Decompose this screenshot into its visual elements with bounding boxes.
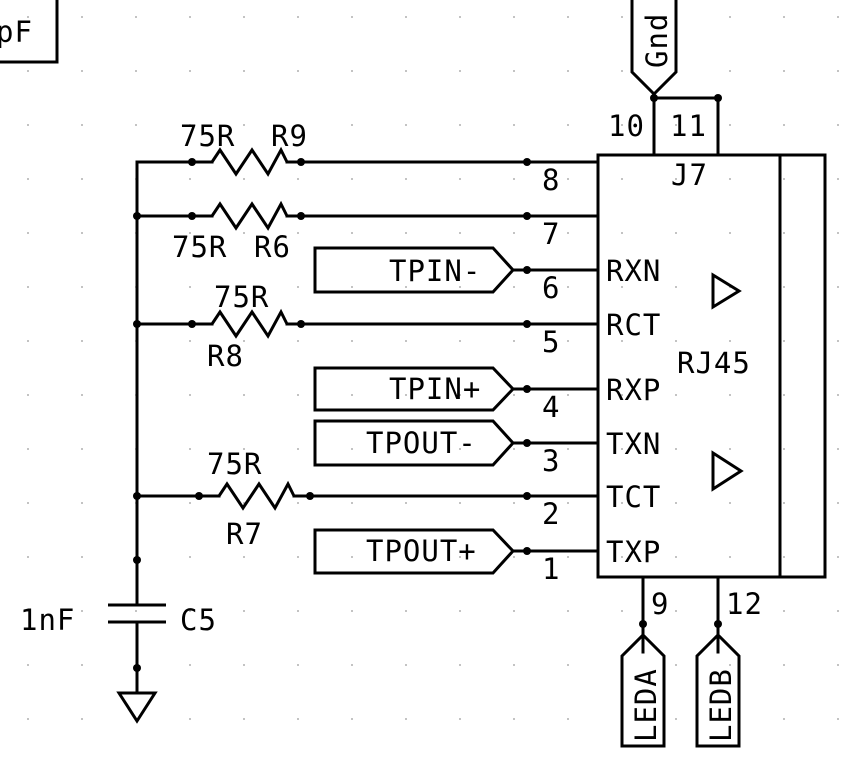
capacitor-c5-value: 1nF (20, 603, 75, 637)
net-label-tpout-plus[interactable]: TPOUT+ (313, 528, 600, 575)
net-label-ledb[interactable]: LEDB (695, 632, 741, 748)
pin-number-2: 2 (542, 497, 560, 531)
pin-number-10: 10 (608, 109, 645, 143)
partial-part-label: pF (0, 15, 33, 49)
capacitor-c5-ref: C5 (180, 603, 217, 637)
pin-number-3: 3 (542, 444, 560, 478)
capacitor-c5[interactable]: 1nF C5 (20, 603, 217, 695)
resistor-r7-value: 75R (207, 447, 262, 481)
resistor-r9-value: 75R (180, 119, 235, 153)
net-label-gnd[interactable]: Gnd (630, 0, 678, 97)
pin-number-9: 9 (651, 587, 669, 621)
net-label-gnd-text: Gnd (640, 13, 674, 68)
resistor-r8-value: 75R (214, 280, 269, 314)
pin-number-12: 12 (726, 587, 763, 621)
pin-number-8: 8 (542, 163, 560, 197)
pin-number-7: 7 (542, 217, 560, 251)
net-label-ledb-text: LEDB (704, 668, 738, 742)
net-label-leda-text: LEDA (629, 668, 663, 742)
net-label-tpin-minus-text: TPIN- (389, 254, 481, 288)
resistor-r8-ref: R8 (207, 339, 244, 373)
connector-j7[interactable]: J7 RJ45 (596, 153, 827, 579)
net-label-tpout-minus[interactable]: TPOUT- (313, 419, 600, 467)
net-label-tpin-plus[interactable]: TPIN+ (313, 366, 600, 412)
net-label-leda[interactable]: LEDA (620, 632, 666, 748)
pin-number-5: 5 (542, 325, 560, 359)
resistor-r6-ref: R6 (254, 230, 291, 264)
partial-part-top-left: pF (0, 0, 59, 64)
net-label-tpin-plus-text: TPIN+ (389, 372, 481, 406)
pin-name-rxn: RXN (606, 254, 661, 288)
pin-name-rxp: RXP (606, 373, 661, 407)
resistor-r8[interactable]: 75R R8 (135, 280, 600, 373)
connector-pin-labels: 8 7 6 RXN 5 RCT 4 RXP 3 TXN 2 TCT 1 TXP (542, 163, 661, 586)
triangle-marker-bottom (711, 450, 744, 492)
pin-name-rct: RCT (606, 308, 661, 342)
resistor-r7-ref: R7 (226, 517, 263, 551)
pin-number-1: 1 (542, 552, 560, 586)
resistor-r7[interactable]: 75R R7 (135, 447, 600, 551)
pin-number-4: 4 (542, 390, 560, 424)
pin-number-6: 6 (542, 271, 560, 305)
pin-name-tct: TCT (606, 480, 661, 514)
net-label-tpin-minus[interactable]: TPIN- (313, 246, 600, 294)
connector-ref: J7 (671, 158, 708, 192)
triangle-marker-top (711, 272, 742, 310)
net-label-tpout-minus-text: TPOUT- (366, 426, 477, 460)
top-pins: 10 11 (608, 94, 722, 157)
resistor-r6-value: 75R (172, 230, 227, 264)
resistor-r9-ref: R9 (271, 119, 308, 153)
ground-symbol[interactable] (116, 691, 158, 724)
pin-name-txn: TXN (606, 427, 661, 461)
left-bus-wire (133, 160, 141, 607)
connector-value: RJ45 (677, 346, 751, 380)
bottom-pins: 9 12 (639, 575, 763, 654)
resistor-r6[interactable]: 75R R6 (135, 200, 600, 264)
pin-number-11: 11 (670, 109, 707, 143)
resistor-r9[interactable]: 75R R9 (135, 119, 600, 177)
pin-name-txp: TXP (606, 535, 661, 569)
net-label-tpout-plus-text: TPOUT+ (366, 534, 477, 568)
